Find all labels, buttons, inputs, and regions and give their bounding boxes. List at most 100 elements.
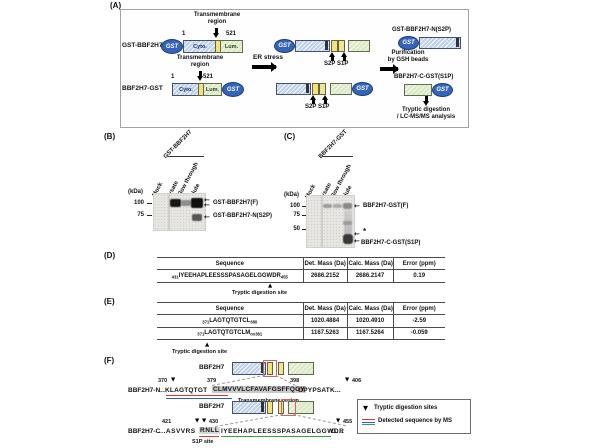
panel-a-box	[120, 9, 469, 128]
tryptic-site-icon: ▼	[171, 377, 176, 383]
tm-region-label-1a: Transmembrane	[193, 12, 241, 18]
cell-calc-mass: 1167.5264	[346, 327, 393, 340]
marker-100: 100	[289, 203, 300, 209]
marker-50: 50	[293, 226, 300, 232]
fragment-n-name: BBF2H7-N	[128, 387, 161, 394]
marker-100: 100	[133, 200, 144, 206]
gst-tag: GST	[222, 82, 244, 97]
purification-label-2: by GSH beads	[387, 57, 429, 63]
band2-annotation: GST-BBF2H7-N(S2P)	[213, 213, 273, 219]
up-arrow-icon	[322, 94, 329, 104]
purified-c-fragment	[404, 84, 432, 96]
cell-det-mass: 1020.4884	[302, 314, 347, 328]
band-flowthrough	[181, 200, 191, 206]
purification-label-1: Purification	[391, 50, 425, 56]
cyto-domain: Cyto.	[183, 40, 217, 53]
panel-c-label: (C)	[284, 132, 296, 141]
tryptic-site-icon: ▼	[363, 404, 368, 412]
tm-stub	[261, 402, 264, 412]
seq-end: 381	[255, 331, 263, 337]
col-header-error: Error (ppm)	[392, 302, 445, 315]
tm-stub	[261, 363, 264, 373]
purification-arrow-icon	[380, 64, 399, 73]
table-row: 431IYEEHAPLEESSSPASAGELGGWDR455 2686.215…	[157, 269, 445, 283]
cell-error: -0.059	[392, 327, 445, 340]
s1p-label: S1P	[318, 104, 330, 110]
seq-start: 371	[197, 331, 205, 337]
down-arrow-icon	[197, 71, 204, 81]
construct2-name: BBF2H7-GST	[122, 85, 163, 92]
col-header-sequence: Sequence	[157, 257, 303, 270]
position-398: 398	[290, 378, 300, 384]
marker-tick	[302, 229, 307, 231]
seq-start: 431	[171, 274, 179, 279]
up-arrow-icon	[310, 94, 317, 104]
tryptic-site-icon: ▼	[202, 418, 207, 424]
connector-line	[215, 414, 284, 427]
s1p-red-line	[199, 436, 219, 438]
col-header-det-mass: Det. Mass (Da)	[302, 302, 347, 315]
cell-sequence: 371LAGTQTGTCL380	[157, 314, 303, 328]
tryptic-site-arrow-icon: ▲	[268, 283, 273, 289]
band-lysate	[170, 199, 181, 207]
marker-tick	[147, 203, 152, 205]
c-seq-pre: ...ASVVRS	[159, 428, 196, 435]
left-arrow-icon: ←	[204, 201, 210, 209]
tryptic-label-2: / LC-MS/MS analysis	[396, 114, 456, 120]
legend-detected-label: Detected sequence by MS	[378, 418, 453, 424]
left-arrow-icon: ←	[204, 196, 210, 204]
legend-box	[357, 399, 471, 434]
cleaved-n-fragment	[276, 83, 311, 95]
col-header-calc-mass: Calc. Mass (Da)	[346, 257, 393, 270]
panel-d-label: (D)	[104, 251, 116, 260]
aa-end-2: 521	[203, 74, 214, 80]
band-elute-full	[191, 198, 203, 208]
group-bracket-line	[322, 156, 353, 157]
tm-stub	[456, 38, 459, 47]
tryptic-site-arrow-icon: ▲	[205, 342, 210, 348]
n-seq-post: GPYPSATK...	[298, 387, 341, 394]
col-header-det-mass: Det. Mass (Da)	[302, 257, 347, 270]
position-455: 455	[343, 419, 353, 425]
marker-75: 75	[293, 212, 300, 218]
s1p-label: S1P	[337, 61, 349, 67]
band1-annotation: BBF2H7-GST(F)	[363, 203, 409, 209]
position-430: 430	[209, 419, 219, 425]
cell-det-mass: 1167.5263	[302, 327, 347, 340]
lum-domain	[288, 362, 314, 375]
tm-highlight-box	[263, 360, 277, 377]
group-bracket-line	[168, 156, 204, 157]
col-header-calc-mass: Calc. Mass (Da)	[346, 302, 393, 315]
cell-sequence: 371LAGTQTGTCLMox381	[157, 327, 303, 340]
band2-annotation: BBF2H7-C-GST(S1P)	[361, 240, 421, 246]
c-seq-detected: IYEEHAPLEESSSPASAGELGGWDR	[221, 428, 345, 435]
kda-label: (kDa)	[284, 192, 300, 198]
legend-tryptic-label: Tryptic digestion sites	[374, 405, 438, 411]
tryptic-site-icon: ▼	[195, 418, 200, 424]
seq-text: LAGTQTGTCLM	[204, 330, 251, 336]
legend-red-line	[362, 419, 375, 421]
panel-f-label: (F)	[104, 356, 115, 365]
aa-start-2: 1	[171, 74, 175, 80]
cell-error: 0.19	[392, 269, 445, 283]
left-arrow-icon: ←	[354, 237, 360, 245]
detected-seq-red-line	[166, 395, 228, 397]
seq-mod: ox	[250, 331, 256, 337]
cell-calc-mass: 2686.2147	[346, 269, 393, 283]
col-header-sequence: Sequence	[157, 302, 303, 315]
connector-line	[212, 374, 266, 386]
position-421: 421	[162, 419, 172, 425]
n-seq-pre: ...KLAGTQTGT	[159, 387, 208, 394]
tm-region-label-2a: Transmembrane	[176, 55, 224, 61]
band1-annotation: GST-BBF2H7(F)	[213, 200, 258, 206]
gst-tag: GST	[352, 82, 373, 96]
s2p-label: S2P	[324, 61, 336, 67]
band-elute-c	[343, 234, 353, 244]
table-row: 371LAGTQTGTCL380 1020.4884 1020.4910 -2.…	[157, 314, 445, 328]
seq-start: 371	[202, 319, 210, 324]
panel-a-label: (A)	[110, 1, 122, 10]
table-header-row: Sequence Det. Mass (Da) Calc. Mass (Da) …	[157, 302, 445, 315]
cleaved-n-fragment	[295, 40, 330, 52]
marker-tick	[302, 206, 307, 208]
s2p-fragment	[267, 362, 273, 375]
